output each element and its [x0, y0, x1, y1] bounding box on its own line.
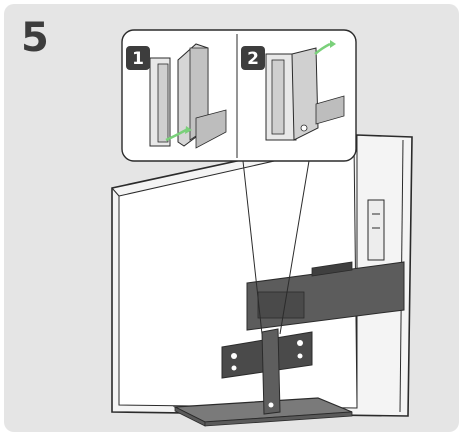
stand-column — [261, 328, 281, 415]
svg-text:2: 2 — [247, 49, 259, 69]
step-badge-1: 1 — [126, 46, 150, 70]
rear-cover-band — [246, 261, 405, 331]
detail-step-2 — [265, 40, 345, 141]
step-number: 5 — [21, 15, 49, 61]
callout-line-left — [242, 160, 263, 335]
arrow-up-right-icon — [314, 42, 331, 55]
detail-step-1 — [149, 43, 227, 149]
detail-callout: 1 2 — [121, 29, 357, 162]
step-badge-2: 2 — [241, 46, 265, 70]
svg-text:1: 1 — [132, 49, 144, 69]
arrow-down-right-icon — [165, 128, 187, 142]
callout-line-right — [279, 160, 310, 335]
